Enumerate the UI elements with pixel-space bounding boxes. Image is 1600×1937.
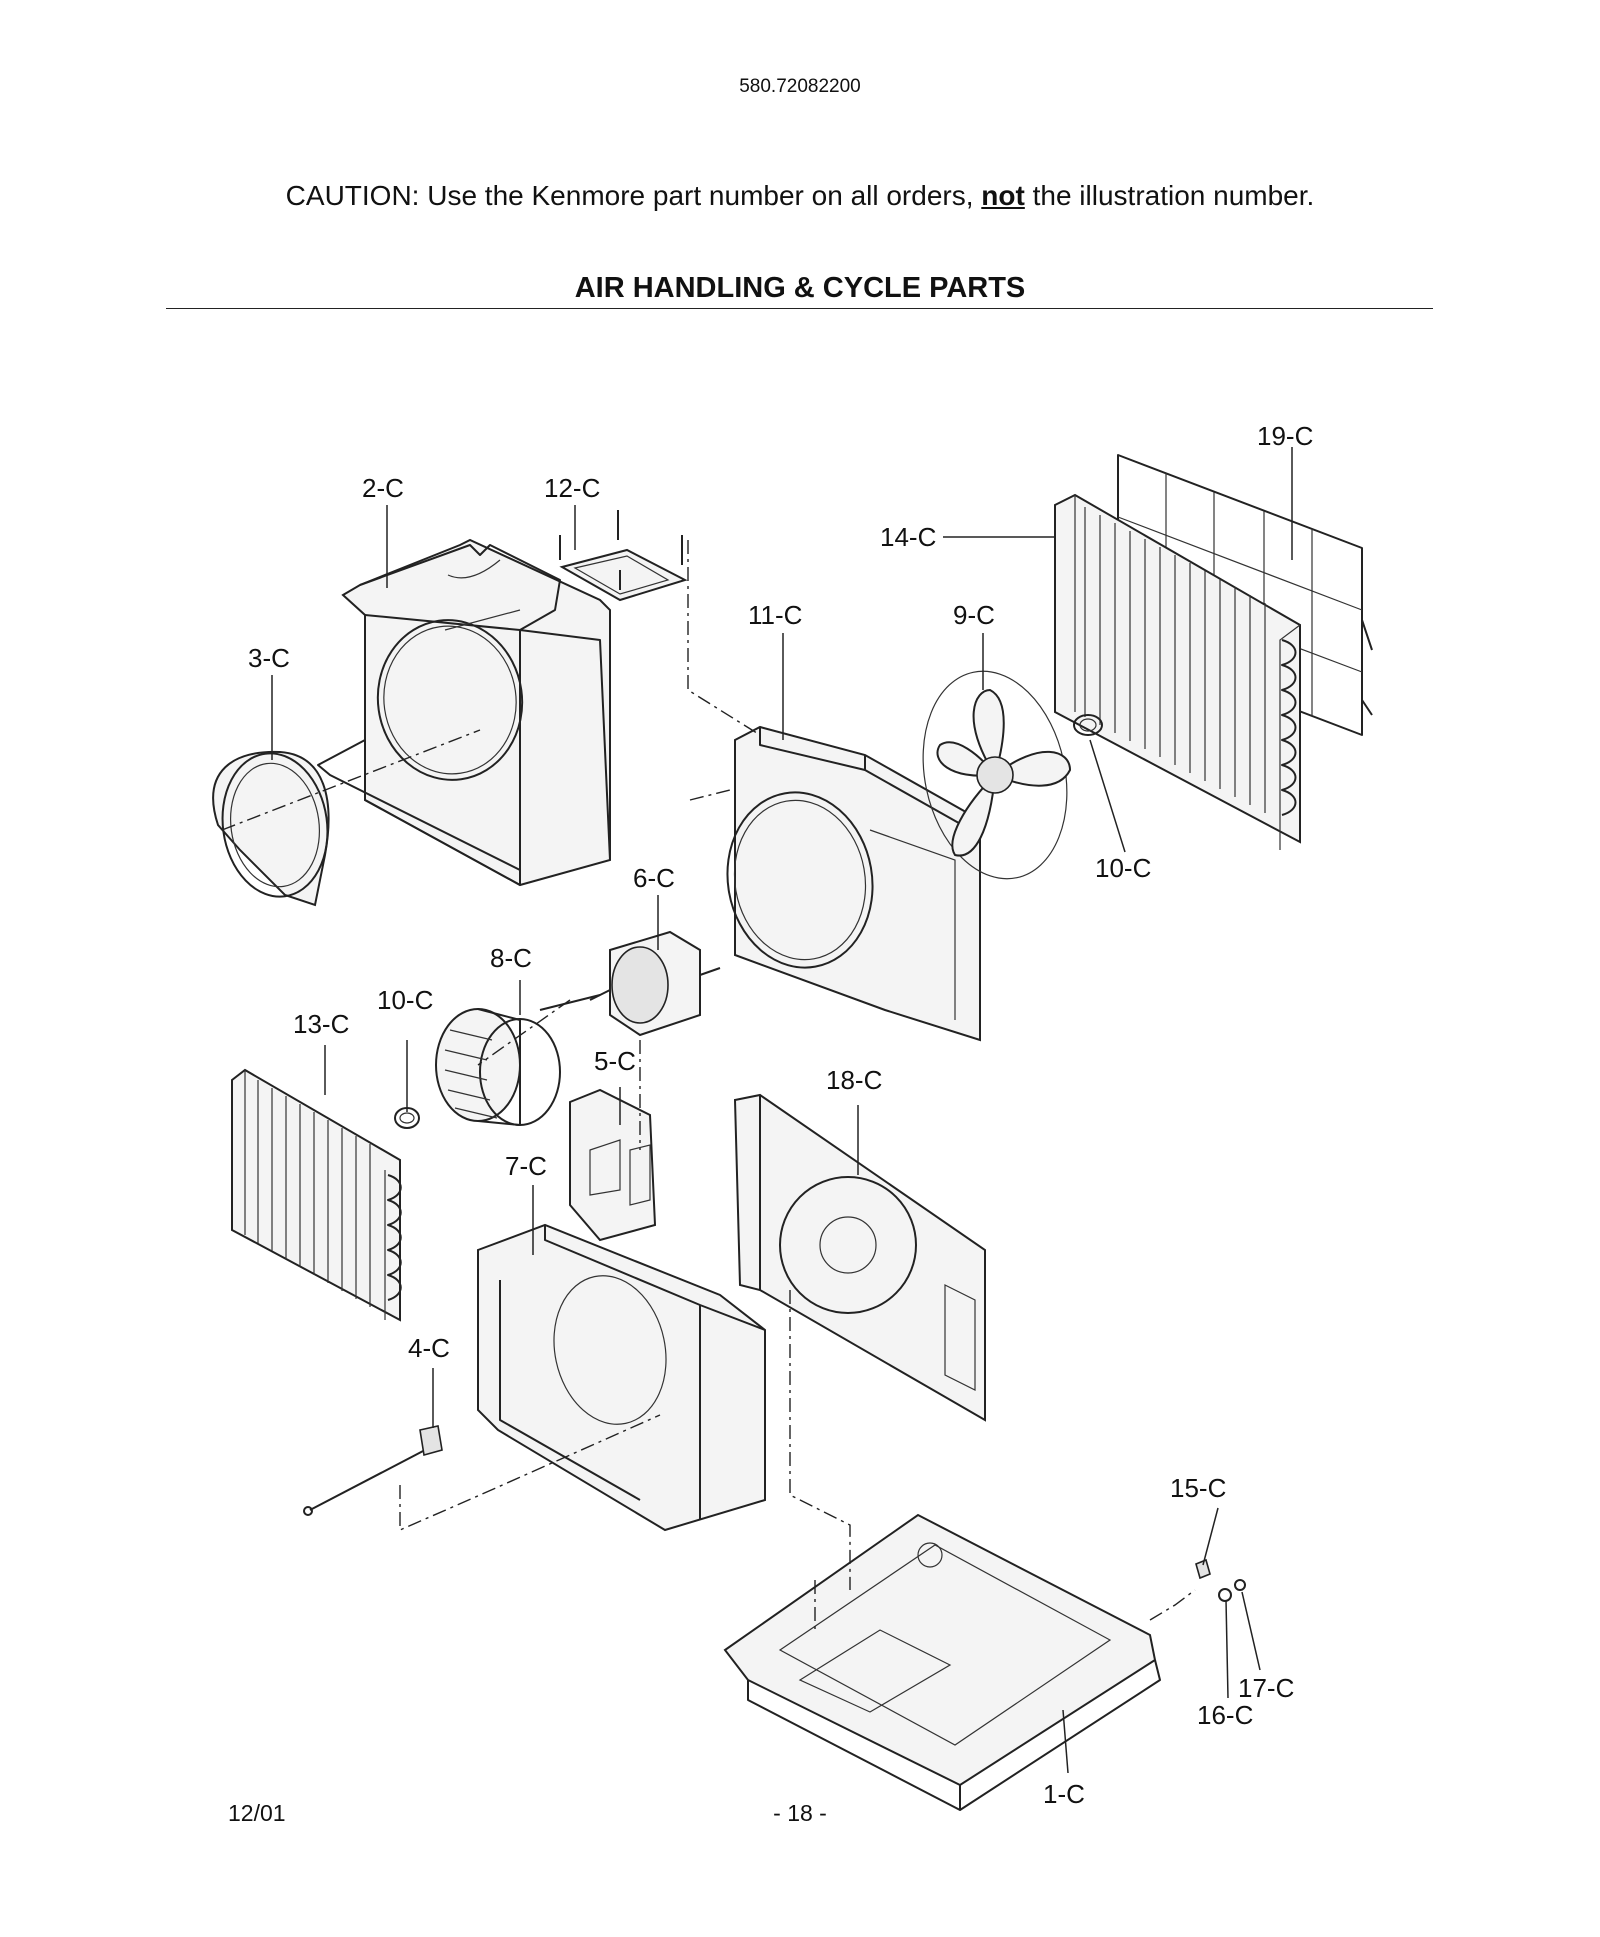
section-title: AIR HANDLING & CYCLE PARTS xyxy=(574,272,1026,304)
caution-text-end: the illustration number. xyxy=(1024,180,1315,211)
part-thermistor xyxy=(303,1425,443,1516)
part-fan-motor xyxy=(539,930,721,1037)
callout-10c-upper: 10-C xyxy=(1095,853,1151,883)
callout-6c: 6-C xyxy=(633,863,675,893)
callout-1c: 1-C xyxy=(1043,1779,1085,1809)
callout-13c: 13-C xyxy=(293,1009,349,1039)
part-evaporator-coil xyxy=(231,1068,402,1322)
leader-lines xyxy=(271,447,1293,1774)
alignment-lines xyxy=(221,540,1196,1630)
caution-text: CAUTION: Use the Kenmore part number on … xyxy=(0,180,1600,212)
caution-text-start: CAUTION: Use the Kenmore part number on … xyxy=(285,180,982,211)
callout-17c: 17-C xyxy=(1238,1673,1294,1703)
page-number: - 18 - xyxy=(773,1800,827,1826)
part-base-pan xyxy=(723,1513,1161,1811)
part-bracket xyxy=(559,510,688,602)
callout-15c: 15-C xyxy=(1170,1473,1226,1503)
callout-3c: 3-C xyxy=(248,643,290,673)
callout-2c: 2-C xyxy=(362,473,404,503)
section-divider xyxy=(166,308,1433,309)
callout-11c: 11-C xyxy=(748,600,802,630)
callout-labels: 19-C 2-C 12-C 14-C 11-C 9-C 3-C 10-C 6-C… xyxy=(248,421,1313,1809)
callout-9c: 9-C xyxy=(953,600,995,630)
part-condenser-coil xyxy=(1054,493,1301,850)
callout-7c: 7-C xyxy=(505,1151,547,1181)
callout-19c: 19-C xyxy=(1257,421,1313,451)
callout-8c: 8-C xyxy=(490,943,532,973)
footer-date: 12/01 xyxy=(228,1800,286,1826)
part-motor-mount xyxy=(569,1088,657,1242)
callout-14c: 14-C xyxy=(880,522,936,552)
callout-18c: 18-C xyxy=(826,1065,882,1095)
part-blower-wheel xyxy=(435,1008,561,1126)
part-hardware xyxy=(1195,1558,1246,1602)
part-shroud-housing xyxy=(317,538,611,887)
part-clip-upper xyxy=(1073,714,1103,736)
callout-4c: 4-C xyxy=(408,1333,450,1363)
part-orifice-ring xyxy=(212,750,330,907)
callout-5c: 5-C xyxy=(594,1046,636,1076)
callout-12c: 12-C xyxy=(544,473,600,503)
part-blower-housing xyxy=(726,725,981,1042)
callout-10c-lower: 10-C xyxy=(377,985,433,1015)
callout-16c: 16-C xyxy=(1197,1700,1253,1730)
part-partition-panel xyxy=(733,1093,986,1422)
caution-emphasis: not xyxy=(981,180,1025,211)
part-fan-blade xyxy=(922,670,1072,880)
model-number: 580.72082200 xyxy=(739,76,861,97)
part-scroll-housing xyxy=(477,1223,766,1532)
